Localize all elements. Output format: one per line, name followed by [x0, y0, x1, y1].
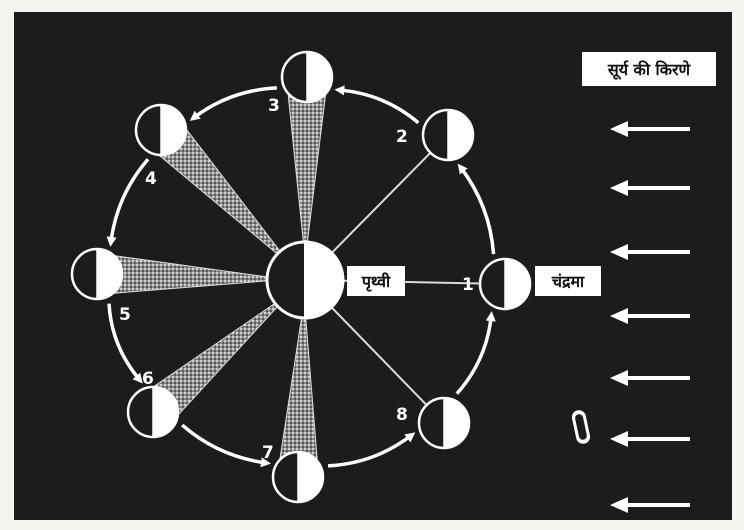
moon-number-8: 8 [396, 405, 408, 425]
moon-5 [72, 249, 122, 299]
moon-number-3: 3 [268, 96, 280, 116]
moon-number-6: 6 [142, 369, 154, 389]
moon-7 [273, 452, 323, 502]
moon-4 [136, 105, 186, 155]
moon-1 [480, 259, 530, 309]
moon-6 [128, 387, 178, 437]
moon-number-2: 2 [396, 127, 408, 147]
moon-8 [419, 398, 469, 448]
moon-label: चंद्रमा [551, 272, 585, 291]
moon-number-5: 5 [119, 305, 131, 325]
moon-number-1: 1 [462, 275, 474, 295]
moon-number-7: 7 [262, 443, 274, 463]
earth-label: पृथ्वी [361, 272, 391, 292]
moon-2 [423, 110, 473, 160]
earth [267, 242, 343, 318]
moon-number-4: 4 [145, 169, 157, 189]
moon-3 [282, 52, 332, 102]
sun-rays-label: सूर्य की किरणे [607, 60, 692, 80]
